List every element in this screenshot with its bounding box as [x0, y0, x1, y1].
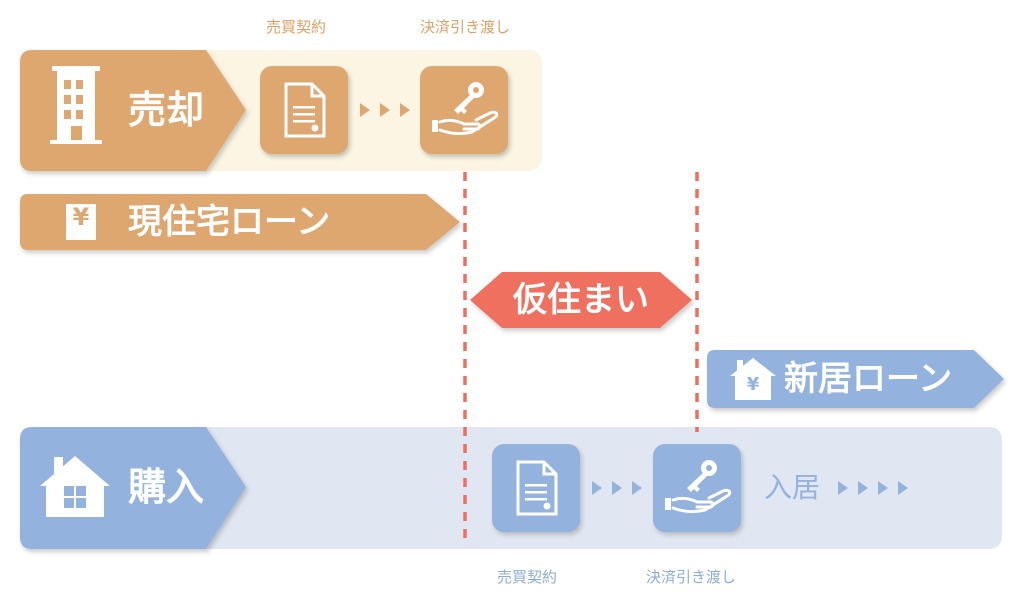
- sale-label: 売却: [128, 88, 205, 132]
- yen-symbol-new-loan: ¥: [746, 374, 760, 395]
- building-icon: [50, 66, 102, 144]
- purchase-label: 購入: [128, 465, 205, 509]
- current-loan-label: 現住宅ローン: [128, 202, 331, 242]
- current-loan-bar: [20, 194, 460, 250]
- hand-key-icon: [432, 82, 499, 136]
- document-icon: [516, 460, 558, 516]
- hand-key-icon: [665, 460, 732, 514]
- house-yen-icon: [730, 358, 776, 400]
- purchase-handover-tile: [653, 444, 741, 532]
- sale-step-handover-caption: 決済引き渡し: [420, 18, 511, 36]
- document-icon: [284, 82, 326, 138]
- purchase-contract-tile: [492, 444, 580, 532]
- yen-icon: [66, 204, 96, 240]
- sale-contract-tile: [260, 66, 348, 154]
- yen-symbol: ¥: [72, 203, 90, 231]
- new-loan-label: 新居ローン: [784, 359, 953, 399]
- triangle-arrow-icon: [360, 103, 410, 117]
- move-in-label: 入居: [764, 471, 821, 504]
- house-icon: [40, 456, 110, 517]
- new-loan-bar: [707, 350, 1004, 408]
- triangle-arrow-icon: [592, 481, 642, 495]
- sale-handover-tile: [420, 66, 508, 154]
- purchase-step-handover-caption: 決済引き渡し: [646, 568, 737, 586]
- sale-step-contract-caption: 売買契約: [266, 18, 327, 36]
- temporary-housing-bar: [470, 272, 692, 328]
- purchase-step-contract-caption: 売買契約: [497, 568, 558, 586]
- triangle-arrow-icon: [838, 481, 908, 495]
- temporary-housing-label: 仮住まい: [513, 280, 649, 320]
